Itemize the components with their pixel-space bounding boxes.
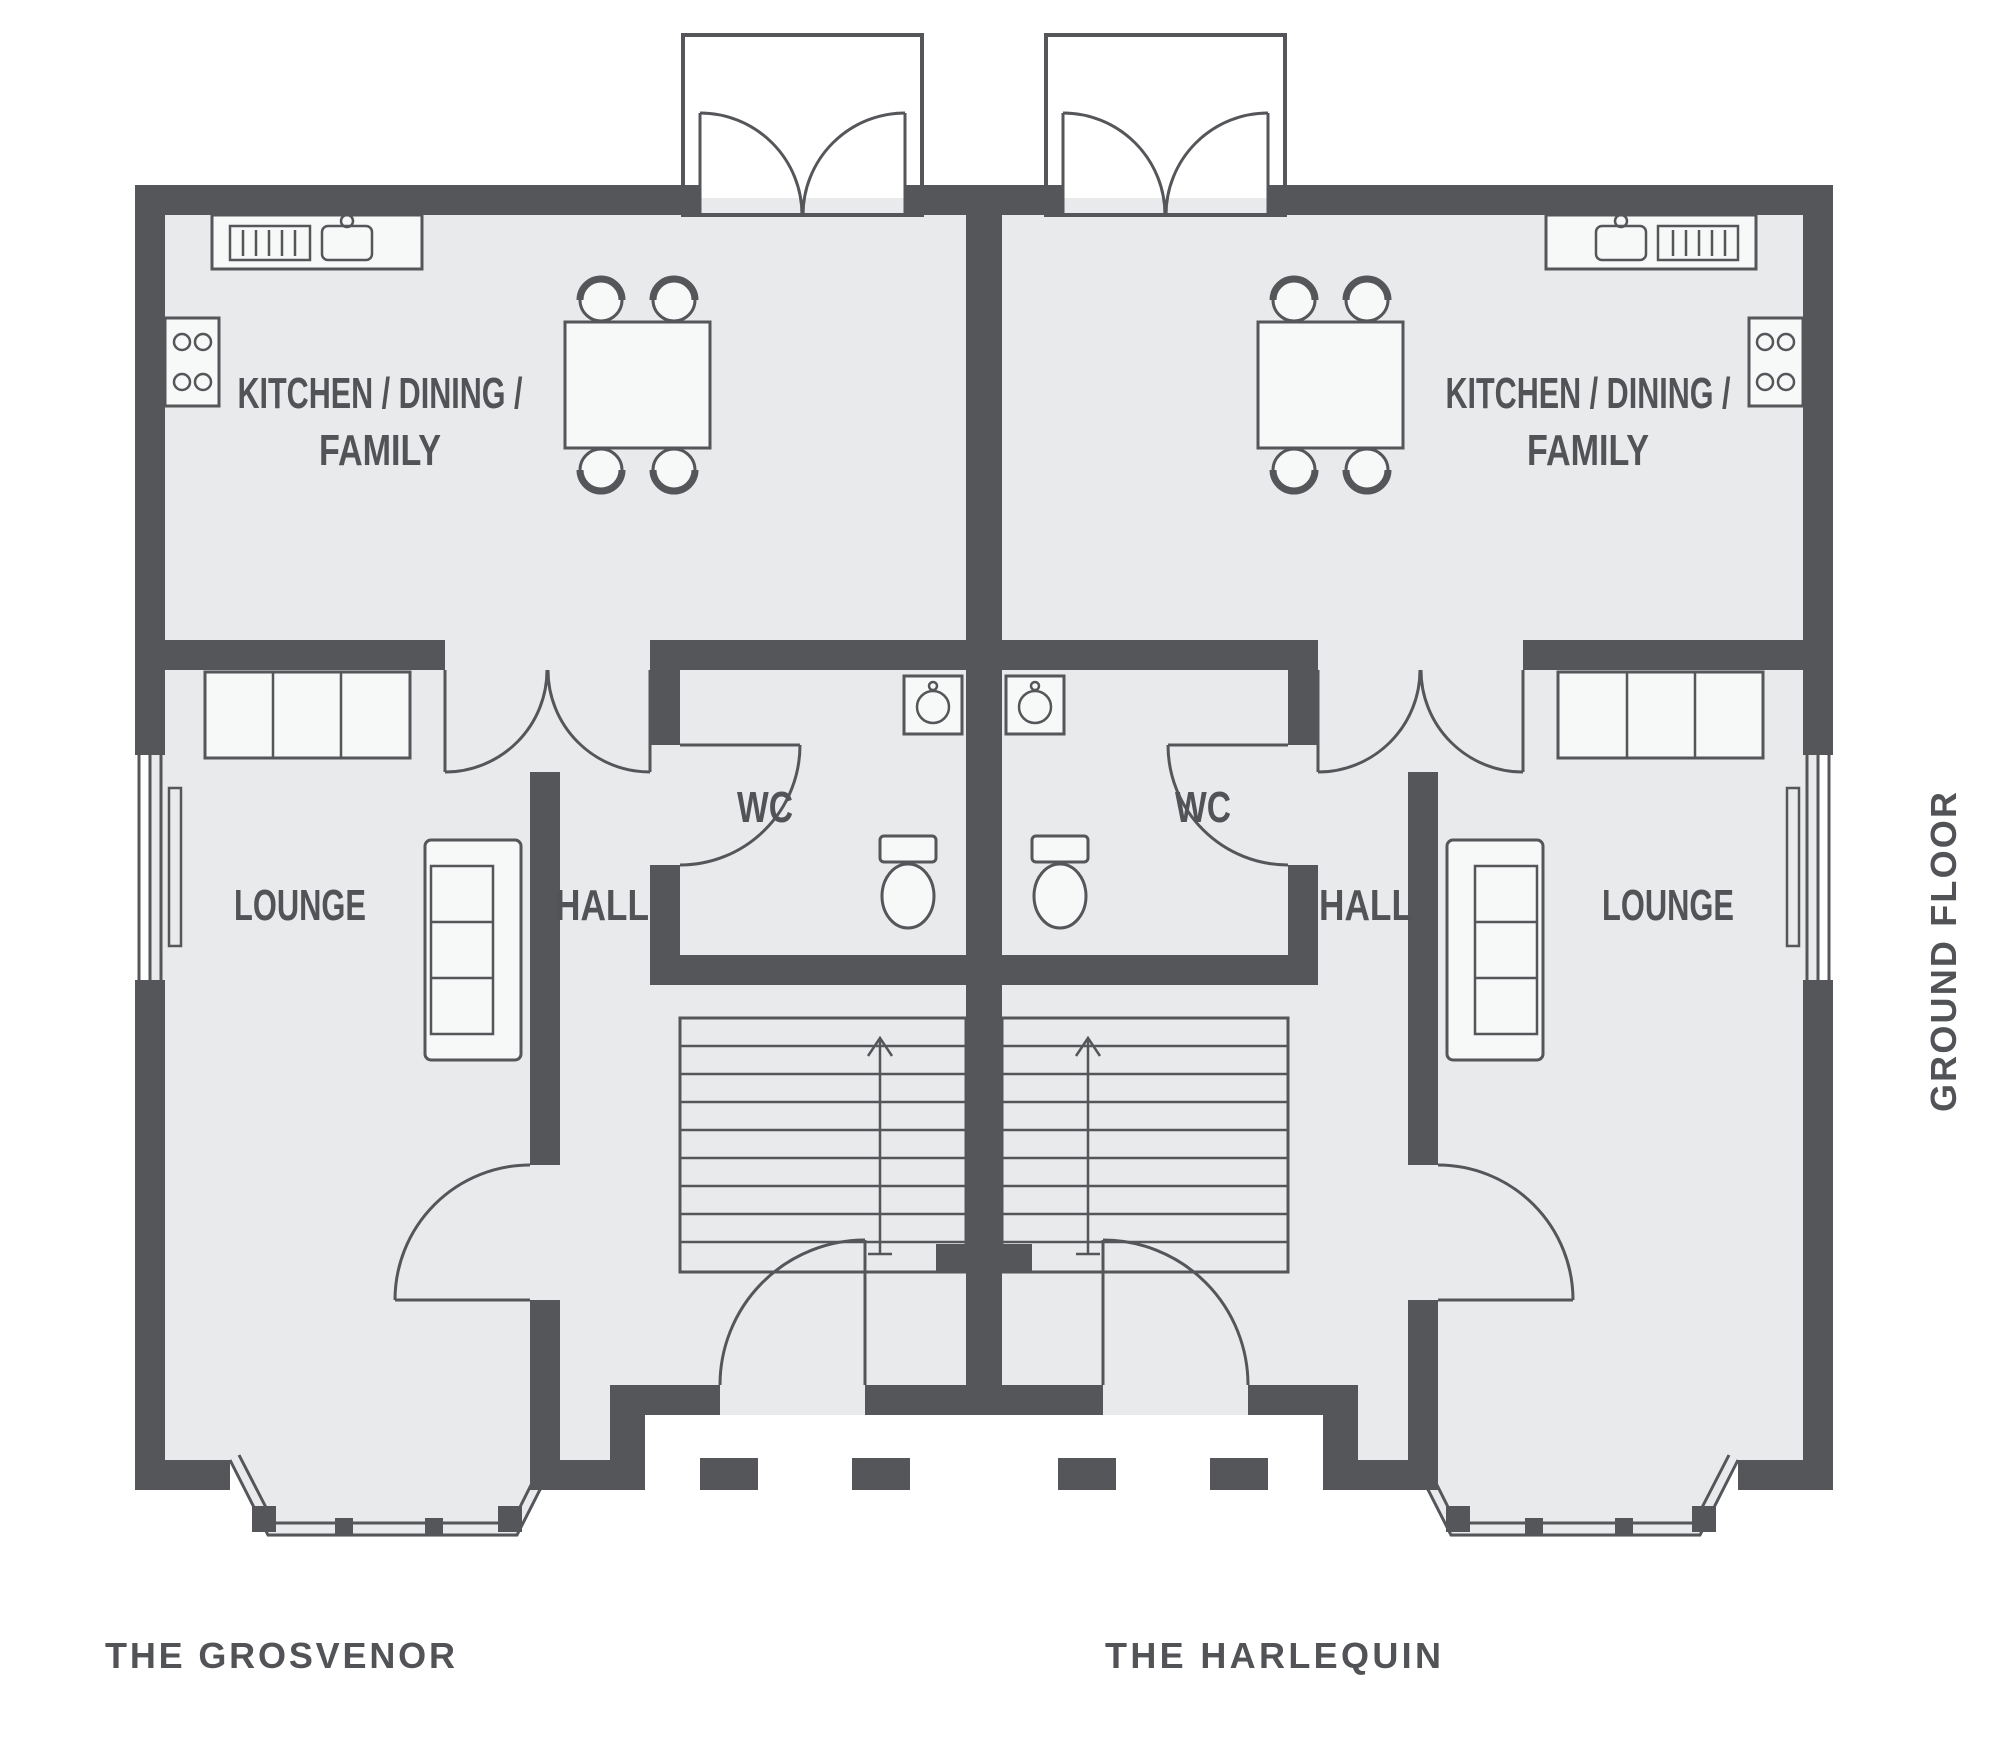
hall-label-left: HALL <box>555 881 649 930</box>
kitchen-label-left-line2: FAMILY <box>319 426 441 475</box>
floor-title: GROUND FLOOR <box>1923 790 1964 1112</box>
kitchen-label-right-line2: FAMILY <box>1527 426 1649 475</box>
kitchen-label-right-line1: KITCHEN / DINING / <box>1446 369 1731 418</box>
bay-window <box>228 1454 557 1537</box>
kitchen-double-doors <box>443 669 652 774</box>
lounge-label-right: LOUNGE <box>1602 881 1734 930</box>
wc-label-right: WC <box>1175 783 1231 832</box>
house-name-right: THE HARLEQUIN <box>1105 1635 1443 1676</box>
lounge-window <box>137 755 163 980</box>
porch-canopy <box>681 33 924 217</box>
wc-door <box>679 743 802 867</box>
basin-icon <box>902 674 964 736</box>
lounge-door <box>393 1163 531 1302</box>
hob-icon <box>163 316 221 408</box>
kitchen-label-left-line1: KITCHEN / DINING / <box>238 369 523 418</box>
sink-icon <box>210 213 424 271</box>
entrance-double-doors <box>698 111 907 216</box>
unit-right-geometry <box>984 35 1833 1537</box>
sofa-icon <box>423 838 523 1062</box>
dining-table <box>563 275 712 495</box>
window-seat <box>203 670 412 760</box>
staircase <box>678 1016 968 1274</box>
hall-label-right: HALL <box>1319 881 1413 930</box>
lounge-label-left: LOUNGE <box>234 881 366 930</box>
toilet-icon <box>878 834 938 930</box>
front-door <box>718 1238 867 1386</box>
house-name-left: THE GROSVENOR <box>105 1635 457 1676</box>
radiator <box>167 786 183 948</box>
unit-left-geometry <box>135 33 984 1537</box>
wc-label-left: WC <box>737 783 793 832</box>
walls <box>135 185 984 1490</box>
